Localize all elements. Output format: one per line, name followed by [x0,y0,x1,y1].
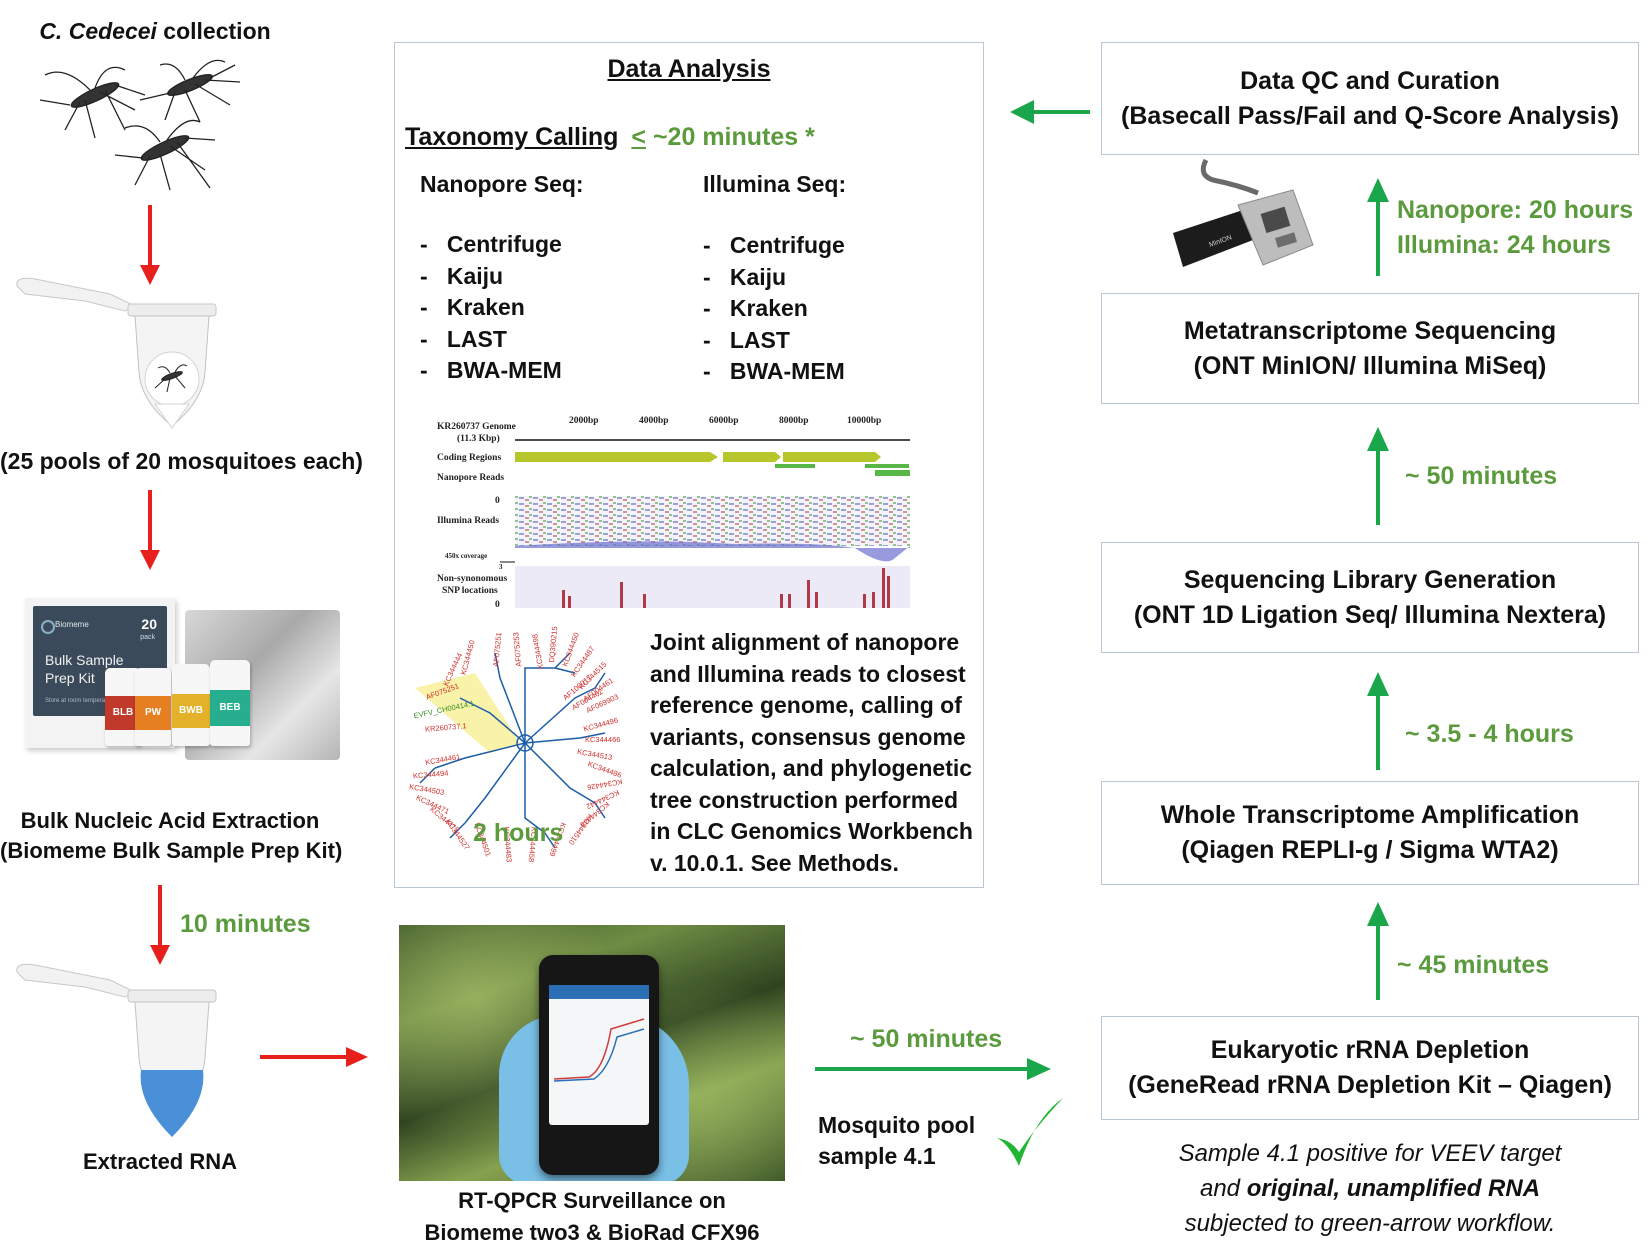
taxonomy-calling: Taxonomy Calling < ~20 minutes * [405,123,815,151]
tube-with-mosquito [16,277,217,429]
rna-drop [140,1070,204,1137]
qpcr-label-line1: RT-QPCR Surveillance on [458,1188,726,1213]
time-amplification: ~ 3.5 - 4 hours [1405,720,1574,748]
time-extraction: 10 minutes [180,910,311,938]
bottle-pw: PW [135,668,171,746]
kit-storage: Store at room temperature [45,698,116,704]
time-library: ~ 50 minutes [1405,462,1558,490]
coding-regions-label: Coding Regions [437,453,501,463]
tick-8000: 8000bp [779,416,809,426]
illumina-reads-label: Illumina Reads [437,516,499,526]
illumina-header: Illumina Seq: [703,171,847,197]
seq-time-illumina: Illumina: 24 hours [1397,231,1611,259]
tick-2000: 2000bp [569,416,599,426]
time-depletion: ~ 45 minutes [1397,951,1550,979]
coverage-label: 450x coverage [445,552,487,560]
illumina-tool: - LAST [703,326,790,353]
check-icon [997,1098,1063,1166]
analysis-caption: Joint alignment of nanopore and Illumina… [650,629,973,876]
kit-count-sub: pack [140,634,155,641]
red-arrow-down-3 [150,885,170,965]
snp-label-line2: SNP locations [442,586,498,596]
tick-6000: 6000bp [709,416,739,426]
step-amplification: Whole Transcriptome Amplification (Qiage… [1101,781,1639,885]
device-screen [549,985,649,1125]
nanopore-header: Nanopore Seq: [420,171,584,197]
bottle-beb: BEB [210,660,250,746]
red-arrow-down-2 [140,490,160,570]
illumina-tools-list: - Centrifuge - Kaiju - Kraken - LAST - B… [703,230,845,388]
nanopore-reads-label: Nanopore Reads [437,473,504,483]
green-arrow-up-4 [1367,902,1389,1000]
extraction-label-line2: (Biomeme Bulk Sample Prep Kit) [0,838,343,863]
tick-4000: 4000bp [639,416,669,426]
genome-label-line2: (11.3 Kbp) [457,433,500,444]
collection-title: C. Cedecei collection [39,18,271,44]
phylogenetic-tree-figure [415,652,606,849]
minion-device-image: MinION [1173,158,1314,267]
tree-labels-red: KC344461 KC344494 KC344503 KC344471 KC34… [405,632,622,865]
data-analysis-panel: Data Analysis Taxonomy Calling < ~20 min… [394,42,984,888]
nanopore-tool: - Centrifuge [420,231,562,257]
step-depletion: Eukaryotic rRNA Depletion (GeneRead rRNA… [1101,1016,1639,1120]
red-arrow-down-1 [140,205,160,285]
tube-with-rna [16,963,217,1137]
tree-label-green: KC344486 [586,759,623,780]
device-body [539,955,659,1175]
illumina-tool: - BWA-MEM [703,358,845,384]
tree-label-red: KC344466 [585,735,621,744]
nanopore-tool: - Kraken [420,294,525,320]
kit-name-line1: Bulk Sample [45,652,124,668]
sample-prep-kit-photo: Biomeme 20 pack Bulk Sample Prep Kit Sto… [20,598,342,786]
snp-bars [562,568,890,608]
green-arrow-up-3 [1367,672,1389,770]
step-sequencing: Metatranscriptome Sequencing (ONT MinION… [1101,293,1639,404]
tree-label-green: DQ390215 [547,626,560,663]
sample-note: Sample 4.1 positive for VEEV target and … [1178,1140,1562,1237]
seq-time-nanopore: Nanopore: 20 hours [1397,196,1634,224]
extraction-label-line1: Bulk Nucleic Acid Extraction [20,808,320,833]
data-analysis-title: Data Analysis [607,55,771,83]
nanopore-tool: - Kaiju [420,262,504,289]
mosquito-1 [39,66,146,139]
pools-label: (25 pools of 20 mosquitoes each) [0,448,363,474]
genome-label-line1: KR260737 Genome [437,422,516,432]
mosquito-pool-label: Mosquito pool sample 4.1 [818,1112,976,1169]
kit-brand: Biomeme [55,620,89,629]
mosquitoes-illustration [39,59,241,191]
nanopore-tools-list: - Centrifuge - Kaiju - Kraken - LAST - B… [420,229,562,387]
svg-text:0: 0 [495,600,500,610]
illumina-tool: - Kraken [703,295,808,321]
extracted-rna-label: Extracted RNA [82,1149,238,1174]
analysis-time: 2 hours [473,819,564,847]
mosquito-3 [114,119,216,191]
qpcr-device-photo [399,925,785,1181]
step-data-qc: Data QC and Curation (Basecall Pass/Fail… [1101,42,1639,155]
red-arrow-right [260,1047,368,1067]
snp-label-line1: Non-synonomous [437,574,508,584]
svg-text:3: 3 [499,563,503,571]
green-arrow-up-1 [1367,178,1389,276]
green-arrow-right [815,1058,1051,1080]
green-arrow-up-2 [1367,427,1389,525]
bottle-bwb: BWB [172,664,210,746]
nanopore-tool: - BWA-MEM [420,357,562,383]
mosquito-2 [139,59,241,123]
svg-text:0: 0 [495,496,500,506]
tick-10000: 10000bp [847,416,881,426]
nanopore-tool: - LAST [420,325,507,352]
kit-name-line2: Prep Kit [45,670,95,686]
green-arrow-left [1010,100,1090,124]
step-library: Sequencing Library Generation (ONT 1D Li… [1101,542,1639,653]
time-qpcr: ~ 50 minutes [850,1025,1003,1053]
illumina-tool: - Kaiju [703,263,787,290]
genome-alignment-figure: KR260737 Genome (11.3 Kbp) 2000bp 4000bp… [437,416,910,610]
kit-count: 20 [141,616,157,632]
illumina-tool: - Centrifuge [703,232,845,258]
illumina-reads-track [515,496,910,546]
qpcr-label-line2: Biomeme two3 & BioRad CFX96 [424,1220,760,1245]
